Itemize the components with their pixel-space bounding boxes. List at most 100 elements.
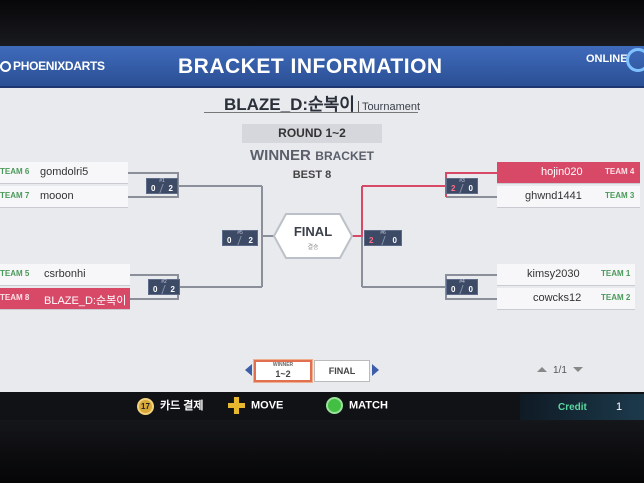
player-name: ghwnd1441 bbox=[525, 190, 582, 202]
match-hint[interactable]: MATCH bbox=[326, 397, 388, 414]
score-a: 0 bbox=[451, 285, 456, 294]
final-sublabel: 결승 bbox=[307, 245, 319, 251]
player-name: gomdolri5 bbox=[40, 166, 89, 178]
tab-winner-bottom: 1~2 bbox=[275, 369, 291, 379]
score-b: 2 bbox=[248, 236, 253, 245]
score-a: 2 bbox=[369, 236, 374, 245]
tournament-type: Tournament bbox=[357, 101, 421, 113]
score-a: 2 bbox=[451, 184, 456, 193]
match-badge-2: #2 0 2 bbox=[148, 279, 180, 295]
tab-winner[interactable]: WINNER 1~2 bbox=[254, 360, 312, 382]
tab-final[interactable]: FINAL bbox=[314, 360, 370, 382]
card-coin-icon: 17 bbox=[137, 397, 154, 415]
bracket-lines bbox=[128, 172, 497, 300]
slot-team7[interactable]: TEAM 7 mooon bbox=[0, 186, 128, 208]
move-label: MOVE bbox=[251, 399, 284, 412]
team-tag: TEAM 8 bbox=[0, 293, 30, 302]
monitor-bezel-top bbox=[0, 0, 644, 48]
score-b: 2 bbox=[170, 285, 175, 294]
slot-team4[interactable]: hojin020 TEAM 4 bbox=[497, 162, 640, 184]
player-name: csrbonhi bbox=[44, 268, 86, 280]
player-name: hojin020 bbox=[541, 166, 583, 178]
slot-team8[interactable]: TEAM 8 BLAZE_D:순복이 bbox=[0, 288, 130, 310]
slot-team6[interactable]: TEAM 6 gomdolri5 bbox=[0, 162, 128, 184]
player-name: mooon bbox=[40, 190, 74, 202]
tournament-title: BLAZE_D:순복이 bbox=[223, 95, 355, 114]
green-button-icon bbox=[326, 397, 343, 414]
match-badge-5: #5 0 2 bbox=[222, 230, 258, 246]
best-label: BEST 8 bbox=[292, 169, 332, 181]
bracket-sub: BRACKET bbox=[315, 149, 374, 163]
match-number: #3 bbox=[459, 178, 465, 184]
final-label: FINAL bbox=[293, 224, 333, 239]
player-name: kimsy2030 bbox=[527, 268, 580, 280]
player-name: cowcks12 bbox=[533, 292, 582, 304]
score-a: 0 bbox=[151, 184, 156, 193]
score-divider bbox=[237, 236, 242, 245]
bracket-main: WINNER bbox=[250, 147, 311, 164]
score-b: 0 bbox=[468, 285, 473, 294]
monitor-bezel-bottom bbox=[0, 420, 644, 483]
move-hint[interactable]: MOVE bbox=[228, 397, 283, 414]
slot-team5[interactable]: TEAM 5 csrbonhi bbox=[0, 264, 130, 286]
online-indicator-icon bbox=[626, 48, 644, 72]
team-tag: TEAM 1 bbox=[601, 269, 631, 278]
header-bar: PHOENIXDARTS BRACKET INFORMATION ONLINE bbox=[0, 46, 644, 88]
page-down-icon[interactable] bbox=[572, 367, 583, 372]
team-tag: TEAM 7 bbox=[0, 191, 30, 200]
match-badge-4: #4 0 0 bbox=[446, 279, 478, 295]
team-tag: TEAM 3 bbox=[605, 191, 635, 200]
round-label: ROUND 1~2 bbox=[242, 124, 382, 143]
next-arrow-icon[interactable] bbox=[372, 364, 379, 376]
brand-name: PHOENIXDARTS bbox=[13, 59, 105, 73]
bracket-pager: WINNER 1~2 FINAL 1/1 bbox=[0, 354, 644, 384]
slot-team3[interactable]: ghwnd1441 TEAM 3 bbox=[497, 186, 640, 208]
team-tag: TEAM 5 bbox=[0, 269, 30, 278]
team-tag: TEAM 6 bbox=[0, 167, 30, 176]
score-divider bbox=[161, 285, 166, 294]
slot-team1[interactable]: kimsy2030 TEAM 1 bbox=[497, 264, 635, 286]
score-b: 0 bbox=[468, 184, 473, 193]
match-badge-3: #3 2 0 bbox=[446, 178, 478, 194]
match-label: MATCH bbox=[349, 399, 388, 412]
page-up-icon[interactable] bbox=[537, 367, 547, 372]
prev-arrow-icon[interactable] bbox=[245, 364, 252, 376]
score-b: 0 bbox=[392, 236, 397, 245]
brand-logo: PHOENIXDARTS bbox=[0, 59, 105, 73]
title-underline bbox=[204, 112, 418, 113]
match-number: #6 bbox=[380, 230, 386, 236]
page-indicator: 1/1 bbox=[537, 365, 583, 376]
team-tag: TEAM 4 bbox=[605, 167, 635, 176]
card-payment-label: 카드 결제 bbox=[160, 400, 204, 412]
dpad-icon bbox=[228, 397, 245, 414]
team-tag: TEAM 2 bbox=[601, 293, 631, 302]
score-divider bbox=[459, 184, 464, 193]
score-a: 0 bbox=[227, 236, 232, 245]
player-name: BLAZE_D:순복이 bbox=[44, 295, 127, 307]
match-badge-6: #6 2 0 bbox=[364, 230, 402, 246]
credit-label: Credit bbox=[558, 402, 587, 413]
bracket-label: WINNER BRACKET bbox=[240, 147, 384, 165]
online-status: ONLINE bbox=[586, 53, 628, 65]
card-payment-hint[interactable]: 17 카드 결제 bbox=[137, 397, 204, 415]
final-node[interactable]: FINAL 결승 bbox=[276, 212, 350, 258]
score-divider bbox=[381, 236, 386, 245]
credit-display: Credit 1 bbox=[520, 394, 644, 420]
match-number: #4 bbox=[459, 279, 465, 285]
page-number: 1/1 bbox=[553, 365, 567, 376]
score-a: 0 bbox=[153, 285, 158, 294]
score-b: 2 bbox=[168, 184, 173, 193]
match-number: #1 bbox=[159, 178, 165, 184]
phoenix-logo-icon bbox=[0, 61, 11, 72]
bracket-screen: PHOENIXDARTS BRACKET INFORMATION ONLINE … bbox=[0, 46, 644, 404]
match-badge-1: #1 0 2 bbox=[146, 178, 178, 194]
tab-winner-top: WINNER bbox=[272, 362, 294, 368]
score-divider bbox=[459, 285, 464, 294]
score-divider bbox=[159, 184, 164, 193]
match-number: #2 bbox=[161, 279, 167, 285]
credit-value: 1 bbox=[616, 401, 623, 413]
page-title: BRACKET INFORMATION bbox=[178, 55, 443, 78]
match-number: #5 bbox=[237, 230, 243, 236]
slot-team2[interactable]: cowcks12 TEAM 2 bbox=[497, 288, 635, 310]
